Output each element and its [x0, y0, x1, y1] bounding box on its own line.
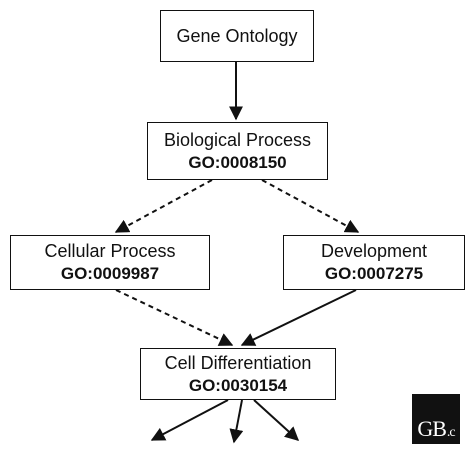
edge-biological-process-to-development: [261, 179, 360, 233]
node-development: Development GO:0007275: [283, 235, 465, 290]
node-cell-differentiation: Cell Differentiation GO:0030154: [140, 348, 336, 400]
node-go-id: GO:0008150: [188, 152, 287, 172]
node-cellular-process: Cellular Process GO:0009987: [10, 235, 210, 290]
edge-cell-differentiation-to-child-middle: [229, 399, 244, 444]
edge-cell-differentiation-to-child-left: [150, 399, 229, 441]
node-gene-ontology: Gene Ontology: [160, 10, 314, 62]
edge-biological-process-to-cellular-process: [114, 179, 213, 233]
edge-development-to-cell-differentiation: [240, 289, 357, 346]
logo-suffix: .c: [446, 425, 456, 440]
edge-cellular-process-to-cell-differentiation: [115, 289, 234, 346]
node-label: Development: [320, 241, 428, 262]
node-biological-process: Biological Process GO:0008150: [147, 122, 328, 180]
node-label: Cellular Process: [44, 241, 176, 262]
node-go-id: GO:0007275: [324, 264, 424, 284]
node-go-id: GO:0030154: [188, 375, 288, 395]
node-go-id: GO:0009987: [60, 264, 160, 284]
publisher-logo: GB.c: [412, 394, 460, 444]
edge-cell-differentiation-to-child-right: [253, 399, 300, 441]
node-label: Cell Differentiation: [164, 352, 312, 373]
logo-text: GB: [417, 416, 447, 441]
node-label: Biological Process: [163, 129, 312, 150]
node-label: Gene Ontology: [176, 25, 298, 46]
